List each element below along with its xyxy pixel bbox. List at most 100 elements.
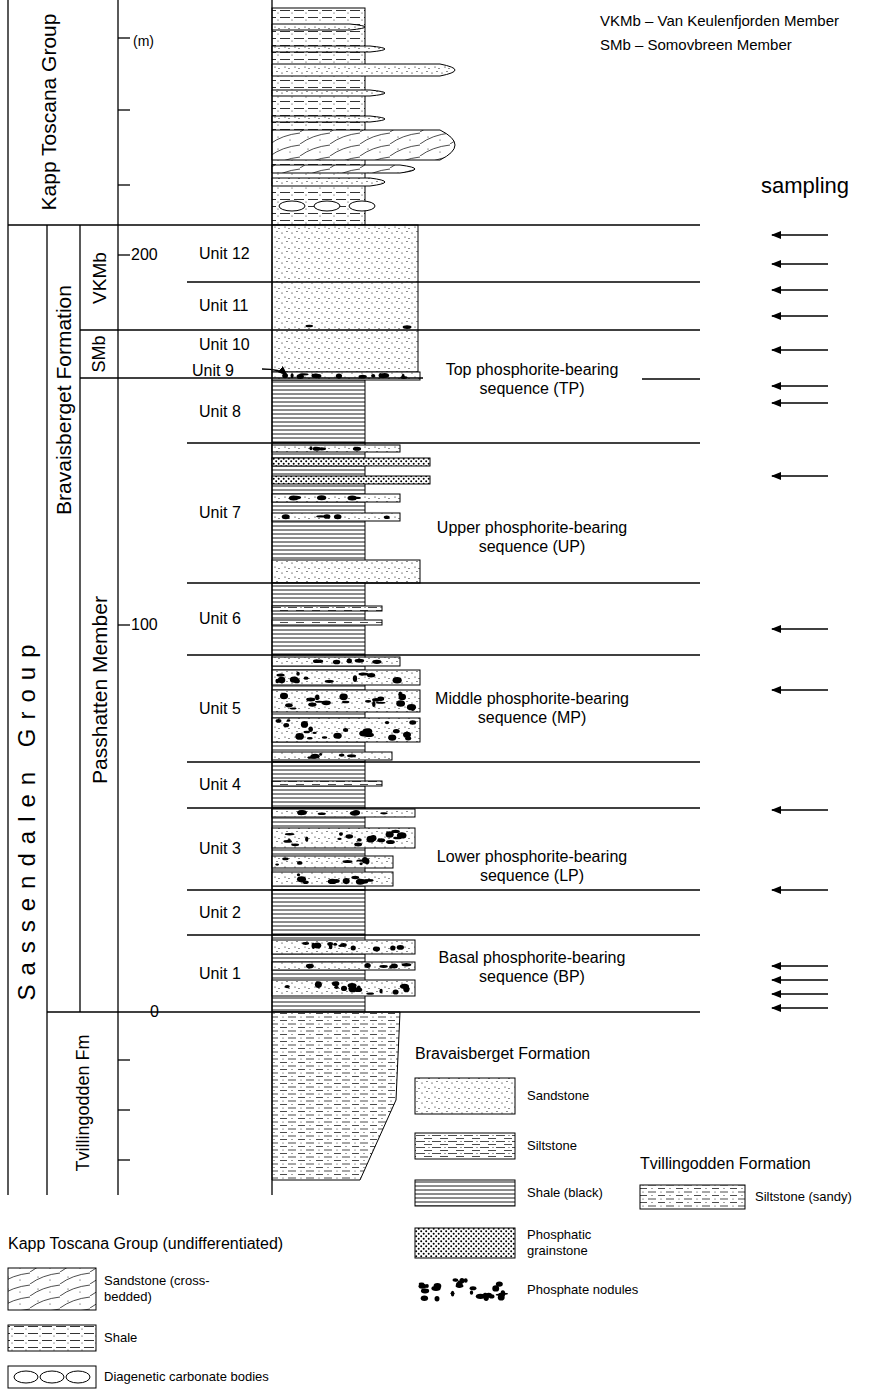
lithology-beds-part xyxy=(385,721,389,724)
lithology-beds-part xyxy=(351,945,356,950)
frame-lines-part xyxy=(187,761,700,762)
lithology-beds-part xyxy=(349,201,375,211)
frame-lines-part xyxy=(187,934,700,935)
lithology-beds-part xyxy=(325,680,334,683)
lithology-beds-part xyxy=(291,843,299,846)
lithology-beds-part xyxy=(312,943,316,949)
lithology-beds-part xyxy=(333,733,341,739)
lithology-beds-part xyxy=(366,993,374,995)
lithology-beds-part xyxy=(353,447,361,451)
sequence-label: Middle phosphorite-bearing sequence (MP) xyxy=(425,689,640,727)
sampling-arrows xyxy=(772,235,828,1008)
lithology-beds-part xyxy=(341,986,347,991)
lithology-beds-part xyxy=(283,840,292,843)
lithology-beds-part xyxy=(403,325,412,329)
lithology-beds-part xyxy=(295,733,304,740)
lithology-beds-part xyxy=(303,731,310,734)
lithology-beds-part xyxy=(292,496,301,500)
lithology-beds-part xyxy=(358,672,368,675)
lithology-beds-part xyxy=(272,178,385,186)
lithology-beds-part xyxy=(342,701,350,704)
lithology-beds-part xyxy=(318,812,326,815)
sampling-arrows-part xyxy=(772,889,828,891)
lithology-beds-part xyxy=(349,986,357,993)
lithology-beds-part xyxy=(334,986,338,989)
lithology-beds-part xyxy=(272,962,415,970)
lithology-beds-part xyxy=(313,732,317,734)
lithology-beds-part xyxy=(272,670,420,685)
lithology-beds-part xyxy=(296,672,300,676)
lithology-beds-part xyxy=(307,737,313,739)
nodule-swatch-part xyxy=(419,1283,425,1286)
lithology-beds-part xyxy=(317,447,326,450)
legend-swatches-part xyxy=(8,1268,96,1310)
lithology-beds-part xyxy=(272,583,365,655)
lithology-beds xyxy=(272,8,455,1180)
lithology-beds-part xyxy=(372,701,375,707)
lithology-beds-part xyxy=(353,675,357,682)
nodule-swatch-part xyxy=(454,1279,458,1282)
unit-label: Unit 10 xyxy=(199,337,250,353)
lithology-beds-part xyxy=(315,701,323,703)
nodule-swatch-part xyxy=(418,1284,426,1289)
lithology-beds-part xyxy=(343,878,350,884)
lithology-beds-part xyxy=(272,781,382,786)
nodule-swatch-part xyxy=(452,1278,458,1282)
member-band: Passhatten Member xyxy=(80,378,118,1012)
frame-lines-part xyxy=(46,225,47,1195)
sequence-label: Lower phosphorite-bearing sequence (LP) xyxy=(425,847,640,885)
lithology-beds-part xyxy=(402,963,412,966)
frame-lines-part xyxy=(118,109,130,110)
frame-lines-part xyxy=(187,442,700,443)
lithology-beds-part xyxy=(276,673,284,676)
sampling-arrows-part xyxy=(772,385,828,387)
sampling-arrows-part xyxy=(772,809,828,811)
lithology-beds-part xyxy=(379,965,387,968)
lithology-beds-part xyxy=(275,863,279,865)
lithology-beds-part xyxy=(315,694,319,700)
lithology-beds-part xyxy=(407,704,416,710)
lithology-beds-part xyxy=(305,325,313,328)
lithology-beds-part xyxy=(359,862,362,865)
lithology-beds-part xyxy=(272,809,415,817)
frame-lines-part xyxy=(187,807,700,808)
stratigraphic-name: Sassendalen Group xyxy=(15,635,39,1000)
member-band: VKMb xyxy=(80,225,118,330)
lithology-beds-part xyxy=(272,560,420,583)
stratigraphic-name: Kapp Toscana Group xyxy=(38,14,59,211)
lithology-beds-part xyxy=(347,659,352,664)
lithology-beds-part xyxy=(272,24,365,30)
nodule-swatch-part xyxy=(431,1286,440,1291)
lithology-beds-part xyxy=(285,985,290,988)
lithology-beds-part xyxy=(304,677,309,680)
nodule-swatch-part xyxy=(489,1294,495,1298)
lithology-beds-part xyxy=(377,697,384,702)
lithology-beds-part xyxy=(377,838,385,842)
lithology-beds-part xyxy=(272,828,415,848)
legend-swatches-part xyxy=(14,1371,38,1383)
unit-band: Unit 1 xyxy=(187,935,272,1012)
lithology-beds-part xyxy=(343,728,348,732)
note-label: SMb – Somovbreen Member xyxy=(600,36,792,54)
legend-text: Shale xyxy=(104,1330,137,1346)
legend-swatches-part xyxy=(415,1078,515,1114)
lithology-beds-part xyxy=(272,476,430,484)
lithology-beds-part xyxy=(272,445,400,452)
lithology-beds-part xyxy=(272,64,455,76)
formation-band: Tvillingodden Fm xyxy=(47,1012,118,1195)
lithology-beds-part xyxy=(367,836,375,843)
legend-swatches-part xyxy=(415,1133,515,1159)
unit-band: Unit 9 xyxy=(190,360,260,382)
lithology-beds-part xyxy=(290,707,296,709)
sampling-arrows-part xyxy=(772,475,828,477)
lithology-beds-part xyxy=(334,879,340,883)
group-band: Kapp Toscana Group xyxy=(8,0,118,225)
frame-lines-part xyxy=(80,377,430,378)
stratigraphic-name: Passhatten Member xyxy=(89,596,110,784)
unit-label: Unit 4 xyxy=(199,777,241,793)
lithology-beds-part xyxy=(301,721,308,728)
lithology-beds-part xyxy=(283,723,289,727)
lithology-beds-part xyxy=(278,677,285,684)
frame-lines-part xyxy=(118,254,130,255)
sequence-label: Upper phosphorite-bearing sequence (UP) xyxy=(425,518,640,556)
